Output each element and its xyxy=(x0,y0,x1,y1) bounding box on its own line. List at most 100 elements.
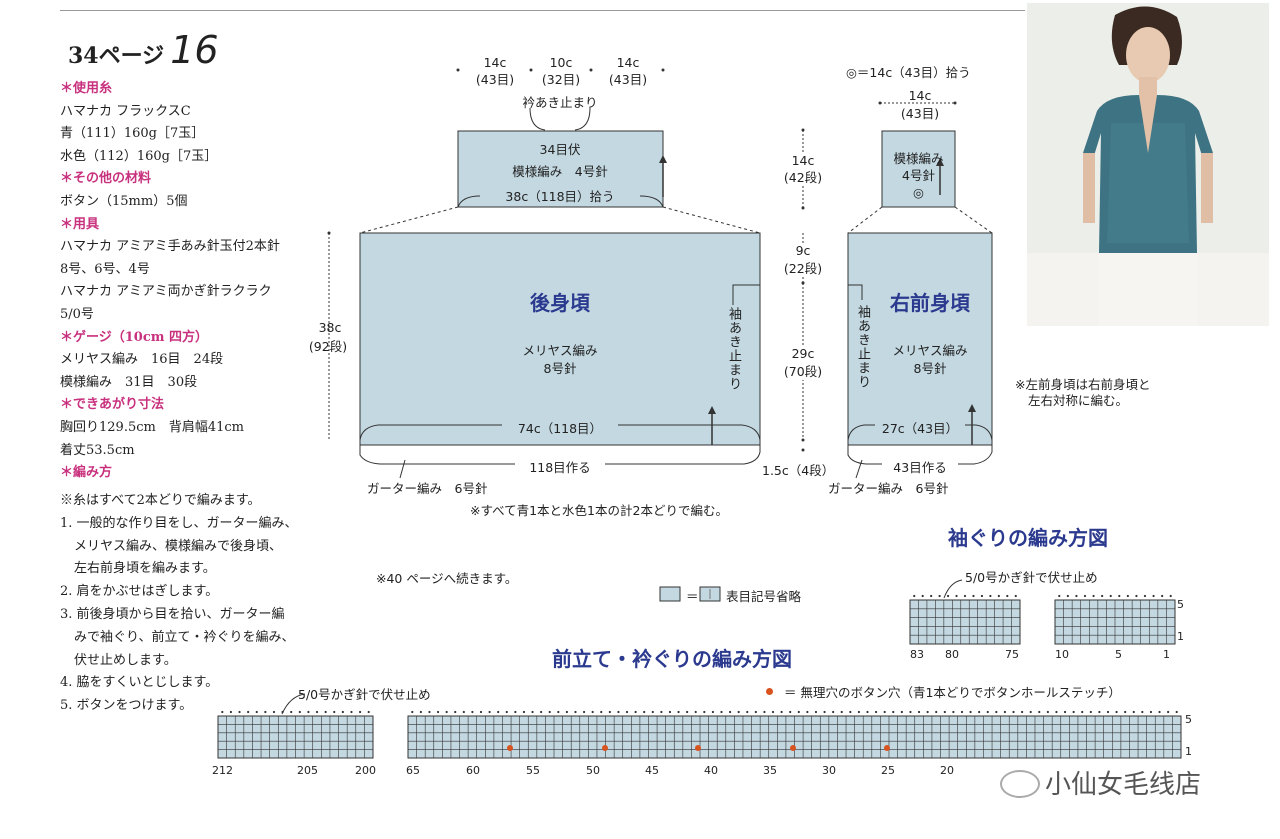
bind-off-dot xyxy=(997,594,1000,598)
yoke-pattern-label: 模様編み 4号針 xyxy=(512,164,608,179)
col-label: 40 xyxy=(704,764,718,777)
bind-off-dot xyxy=(462,710,465,714)
bind-off-dot xyxy=(634,710,637,714)
bind-off-dot xyxy=(969,710,972,714)
bind-off-dot xyxy=(900,710,903,714)
front-sleeve-open-label: 袖あき止まり xyxy=(855,305,870,389)
row-label: 1 xyxy=(1185,745,1192,758)
bind-off-dot xyxy=(840,710,843,714)
bind-off-dot xyxy=(1046,710,1049,714)
bind-off-dot xyxy=(832,710,835,714)
col-label: 1 xyxy=(1163,648,1170,661)
bind-off-dot xyxy=(1101,594,1104,598)
bind-off-dot xyxy=(582,710,586,714)
bind-off-dot xyxy=(814,710,818,714)
button-hole-legend: ＝ 無理穴のボタン穴（青1本どりでボタンホールステッチ） xyxy=(784,685,1121,700)
yarn-heading: ＊使用糸 xyxy=(60,81,113,96)
bind-off-dot xyxy=(548,710,551,714)
col-label: 200 xyxy=(355,764,376,777)
step-line: 5. ボタンをつけます。 xyxy=(60,698,193,714)
bind-off-dot xyxy=(980,594,984,598)
back-cast-on-label: 118目作る xyxy=(515,457,605,476)
front-body-title: 右前身頃 xyxy=(890,291,970,315)
bind-off-dot xyxy=(358,710,362,714)
front-bind-off-label: 5/0号かぎ針で伏せ止め xyxy=(298,687,431,702)
bind-off-dot xyxy=(960,710,964,714)
bind-off-dot xyxy=(952,710,955,714)
spec-line: 青（111）160g［7玉］ xyxy=(60,126,205,142)
bind-off-dot xyxy=(574,710,577,714)
spec-line: 水色（112）160g［7玉］ xyxy=(60,148,218,164)
spec-line: 模様編み 31目 30段 xyxy=(60,374,198,390)
bind-off-dot xyxy=(763,710,766,714)
bind-off-dot xyxy=(720,710,723,714)
step-line: 3. 前後身頃から目を拾い、ガーター編 xyxy=(60,606,285,622)
bind-off-dot xyxy=(711,710,715,714)
bind-off-dot xyxy=(565,710,568,714)
bind-off-dot xyxy=(350,710,353,714)
button-hole-mark xyxy=(507,745,513,751)
pickup-legend: ◎＝14c（43目）拾う xyxy=(846,65,971,80)
bind-off-dot xyxy=(479,710,483,714)
method-heading: ＊編み方 xyxy=(60,465,113,481)
button-hole-mark xyxy=(602,745,608,751)
mirror-note: 左右対称に編む。 xyxy=(1028,393,1129,408)
page-number: 16 xyxy=(170,28,219,72)
col-label: 55 xyxy=(526,764,540,777)
col-label: 65 xyxy=(406,764,420,777)
col-label: 5 xyxy=(1115,648,1122,661)
dim-label: 14c xyxy=(483,55,507,70)
bind-off-dot xyxy=(857,710,861,714)
bind-off-dot xyxy=(1175,710,1178,714)
collar-open-label: 衿あき止まり xyxy=(522,95,598,110)
bind-off-dot xyxy=(272,710,276,714)
bind-off-dot xyxy=(1006,594,1009,598)
back-body-title: 後身頃 xyxy=(530,291,590,315)
col-label: 45 xyxy=(645,764,659,777)
step-line: 伏せ止めします。 xyxy=(74,652,177,668)
button-hole-dot-icon xyxy=(766,688,773,695)
bind-off-dot xyxy=(946,594,950,598)
bind-off-dot xyxy=(419,710,422,714)
row-label: 1 xyxy=(1177,630,1184,643)
spec-line: 8号、6号、4号 xyxy=(60,261,150,277)
bind-off-dot xyxy=(989,594,992,598)
bind-off-dot xyxy=(963,594,967,598)
bind-off-dot xyxy=(1014,594,1017,598)
bind-off-dot xyxy=(1152,594,1155,598)
bind-off-dot xyxy=(1115,710,1118,714)
bind-off-dot xyxy=(1081,710,1084,714)
bind-off-dot xyxy=(1141,710,1144,714)
bind-off-dot xyxy=(1143,594,1147,598)
bind-off-dot xyxy=(806,710,809,714)
bind-off-dot xyxy=(281,710,284,714)
yoke-pickup-label: 38c（118目）拾う xyxy=(505,189,615,204)
bind-off-dot xyxy=(307,710,310,714)
bind-off-dot xyxy=(926,710,929,714)
step-line: みで袖ぐり、前立て・衿ぐりを編み、 xyxy=(74,629,295,645)
model-photo xyxy=(1027,3,1269,326)
col-label: 212 xyxy=(212,764,233,777)
side-dim-label: 9c xyxy=(775,243,831,258)
side-dim-label: (22段) xyxy=(775,258,831,277)
bind-off-dot xyxy=(1132,710,1135,714)
materials-spec: ＊使用糸 ハマナカ フラックスC 青（111）160g［7玉］ 水色（112）1… xyxy=(60,78,360,485)
bind-off-dot xyxy=(1109,594,1112,598)
button-hole-mark xyxy=(695,745,701,751)
col-label: 25 xyxy=(881,764,895,777)
spec-line: 着丈53.5cm xyxy=(60,442,135,458)
front-yoke-pattern: 模様編み xyxy=(893,151,944,166)
bind-off-dot xyxy=(1029,710,1032,714)
bind-off-dot xyxy=(703,710,706,714)
bind-off-dot xyxy=(686,710,689,714)
bind-off-dot xyxy=(986,710,989,714)
bind-off-dot xyxy=(917,710,921,714)
front-cast-on-label: 43目作る xyxy=(882,457,958,476)
bind-off-dot xyxy=(315,710,319,714)
back-sleeve-open-label: 袖あき止まり xyxy=(726,307,741,391)
back-height-label: 38c xyxy=(318,320,342,335)
col-label: 83 xyxy=(910,648,924,661)
bind-off-dot xyxy=(436,710,440,714)
bind-off-dot xyxy=(600,710,603,714)
